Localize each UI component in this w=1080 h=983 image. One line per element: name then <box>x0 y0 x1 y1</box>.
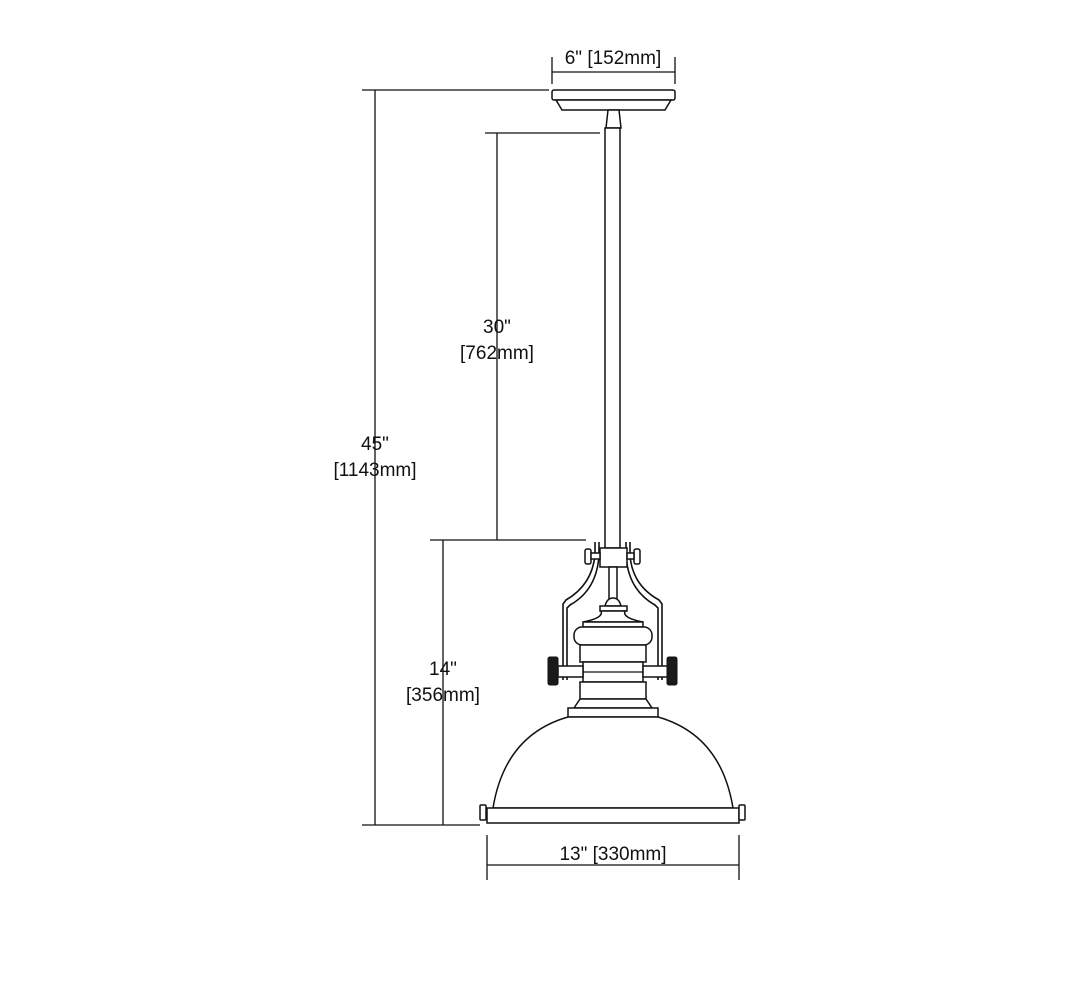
canopy-plate <box>551 89 676 101</box>
canopy-width-label: 6" [152mm] <box>565 48 662 69</box>
right-side-rod <box>642 665 669 678</box>
overall-height-mm-label: [1143mm] <box>333 460 416 481</box>
rod-length-in-label: 30" <box>483 317 511 338</box>
left-side-rod <box>557 665 584 678</box>
right-knob-icon <box>666 656 678 686</box>
canopy-base <box>554 99 673 111</box>
dome-shade <box>492 716 734 809</box>
fixture-height-mm-label: [356mm] <box>406 685 480 706</box>
overall-height-in-label: 45" <box>361 434 389 455</box>
pendant-fixture <box>479 89 746 824</box>
left-collar-bolt <box>584 548 592 565</box>
dimension-lines <box>362 57 740 880</box>
fixture-height-in-label: 14" <box>429 659 457 680</box>
socket-band-upper <box>579 644 647 663</box>
neck-dome <box>604 597 622 607</box>
rod-collar <box>599 547 628 568</box>
right-collar-pin <box>626 552 635 560</box>
rod-length-mm-label: [762mm] <box>460 343 534 364</box>
shade-width-label: 13" [330mm] <box>559 844 666 865</box>
socket-band-lower <box>579 681 647 700</box>
socket-bulge <box>573 626 653 646</box>
left-collar-pin <box>590 552 601 560</box>
socket-flare <box>572 698 654 709</box>
neck <box>608 566 618 600</box>
shade-collar <box>567 707 659 718</box>
left-knob-icon <box>547 656 559 686</box>
canopy-coupler <box>605 109 622 129</box>
shade-rim <box>486 807 740 824</box>
socket-bell <box>582 610 644 623</box>
left-rim-clip <box>479 804 487 821</box>
down-rod <box>604 127 621 549</box>
right-rim-clip <box>738 804 746 821</box>
right-collar-bolt <box>633 548 641 565</box>
